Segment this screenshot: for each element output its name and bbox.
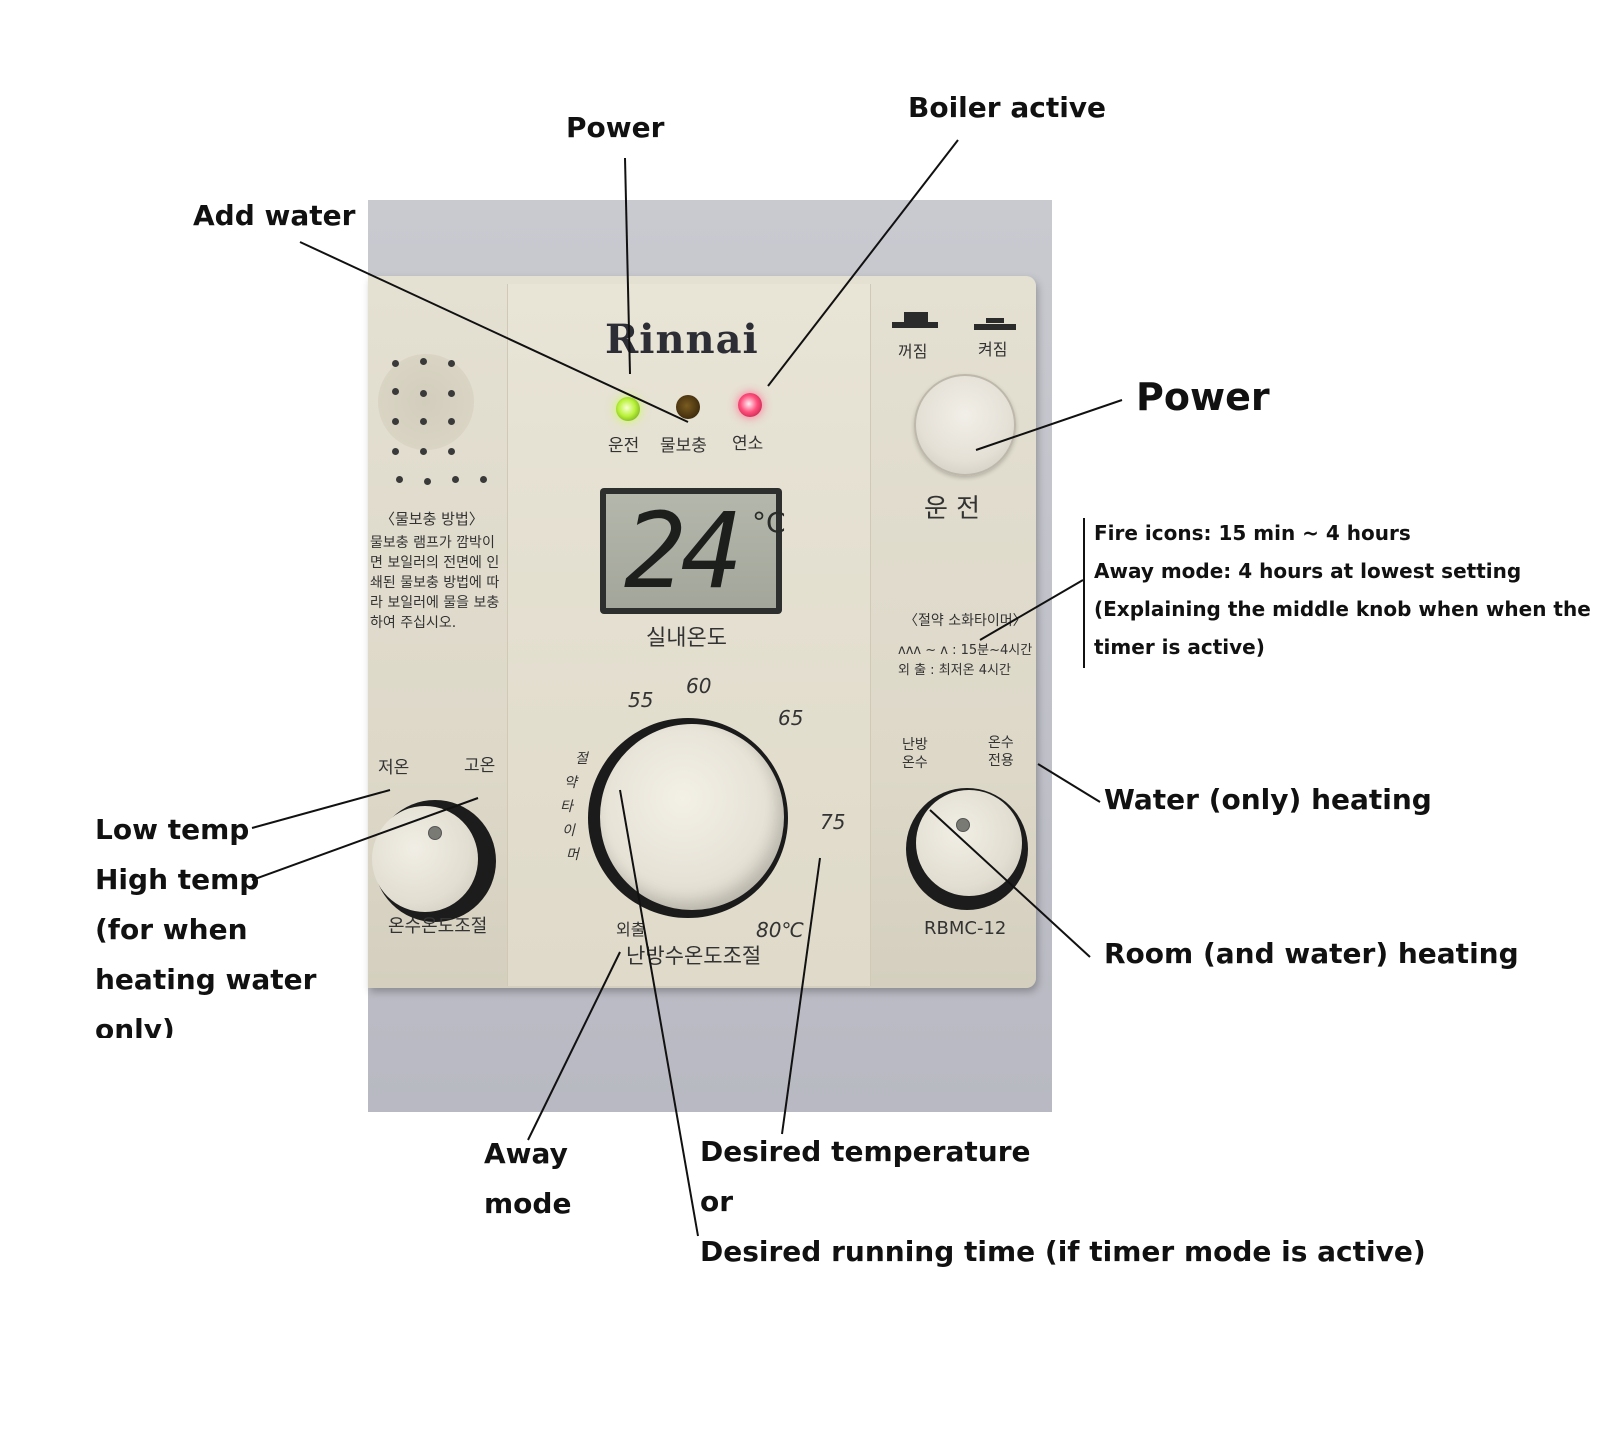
- switch-off-label: 꺼짐: [898, 342, 928, 361]
- power-button[interactable]: [914, 374, 1016, 476]
- timer-char-1: 절: [575, 751, 588, 767]
- timer-note-4: timer is active): [1094, 635, 1265, 659]
- switch-off-icon: [904, 312, 928, 322]
- leader-power-button: [975, 399, 1123, 451]
- label-desired-temperature: Desired temperature: [700, 1135, 1031, 1168]
- scale-65: 65: [778, 706, 804, 730]
- label-high-temp-note-3: only): [95, 1016, 175, 1038]
- timer-char-3: 타: [560, 799, 573, 815]
- display-unit: °C: [752, 506, 786, 539]
- instructions-line-2: 면 보일러의 전면에 인: [370, 555, 500, 571]
- display-caption: 실내온도: [646, 626, 727, 651]
- label-away-mode-2: mode: [484, 1187, 572, 1220]
- left-knob-low-label: 저온: [378, 758, 410, 778]
- power-led: [616, 397, 640, 421]
- instructions-line-5: 하여 주십시오.: [370, 615, 457, 631]
- timer-line-1: ʌʌʌ ~ ʌ : 15분~4시간: [898, 643, 1033, 658]
- leader-high-temp: [251, 797, 479, 881]
- label-power-button: Power: [1136, 375, 1270, 419]
- scale-55: 55: [628, 688, 654, 712]
- label-away-mode-1: Away: [484, 1137, 568, 1170]
- room-temperature-display: 24: [624, 490, 743, 612]
- leader-low-temp: [251, 789, 391, 829]
- lcd-screen: [606, 494, 776, 608]
- timer-char-2: 약: [564, 775, 577, 791]
- label-high-temp-note-1: (for when: [95, 913, 248, 946]
- timer-title: 〈절약 소화타이머〉: [904, 613, 1027, 629]
- led-label-add-water: 물보충: [660, 436, 707, 456]
- scale-60: 60: [686, 674, 712, 698]
- right-knob-room-2: 온수: [902, 755, 928, 771]
- timer-char-5: 머: [566, 847, 579, 863]
- instructions-line-1: 물보충 램프가 깜박이: [370, 535, 495, 551]
- leader-boiler-active: [767, 139, 959, 387]
- instructions-title: 〈물보충 방법〉: [380, 510, 484, 528]
- label-high-temp-note-2: heating water: [95, 963, 317, 996]
- leader-room-water: [929, 809, 1091, 958]
- leader-timer-note: [979, 579, 1084, 641]
- switch-on-label: 켜짐: [978, 340, 1008, 359]
- leader-desired-temp: [781, 857, 821, 1135]
- left-knob-high-label: 고온: [464, 756, 496, 776]
- timer-note-bar: [1083, 518, 1085, 668]
- away-label: 외출: [616, 920, 646, 939]
- right-knob-water-1: 온수: [988, 735, 1014, 751]
- label-high-temp: High temp: [95, 863, 260, 896]
- add-water-led: [676, 395, 700, 419]
- water-temperature-knob[interactable]: [372, 806, 478, 912]
- timer-note-2: Away mode: 4 hours at lowest setting: [1094, 559, 1522, 583]
- right-knob-room-1: 난방: [902, 737, 928, 753]
- label-boiler-active: Boiler active: [908, 91, 1107, 124]
- instructions-line-3: 쇄된 물보충 방법에 따: [370, 575, 500, 591]
- label-low-temp: Low temp: [95, 813, 250, 846]
- model-number: RBMC-12: [924, 918, 1007, 939]
- led-label-combustion: 연소: [732, 434, 764, 454]
- label-desired-or: or: [700, 1185, 734, 1218]
- left-knob-caption: 온수온도조절: [388, 916, 488, 937]
- scale-80: 80℃: [756, 918, 804, 942]
- label-add-water: Add water: [193, 199, 356, 232]
- leader-add-water: [299, 241, 689, 423]
- heating-temperature-knob[interactable]: [600, 724, 784, 910]
- label-desired-running-time: Desired running time (if timer mode is a…: [700, 1235, 1426, 1268]
- power-button-label: 운 전: [924, 494, 981, 524]
- speaker-grille: [378, 354, 474, 450]
- switch-on-icon: [986, 318, 1004, 323]
- timer-note-3: (Explaining the middle knob when when th…: [1094, 597, 1591, 621]
- leader-away-mode: [527, 951, 621, 1141]
- boiler-active-led: [738, 393, 762, 417]
- leader-power-led: [624, 157, 631, 375]
- label-water-only-heating: Water (only) heating: [1104, 783, 1432, 816]
- timer-line-2: 외 출 : 최저온 4시간: [898, 663, 1011, 678]
- label-room-water-heating: Room (and water) heating: [1104, 937, 1519, 970]
- leader-water-only: [1037, 763, 1101, 803]
- leader-running-time: [619, 789, 699, 1237]
- center-knob-caption: 난방수온도조절: [626, 944, 762, 968]
- scale-75: 75: [820, 810, 846, 834]
- timer-char-4: 이: [562, 823, 575, 839]
- led-label-power: 운전: [608, 436, 640, 456]
- instructions-line-4: 라 보일러에 물을 보충: [370, 595, 500, 611]
- label-power-led: Power: [566, 111, 665, 144]
- timer-note-1: Fire icons: 15 min ~ 4 hours: [1094, 521, 1411, 545]
- right-knob-water-2: 전용: [988, 753, 1014, 769]
